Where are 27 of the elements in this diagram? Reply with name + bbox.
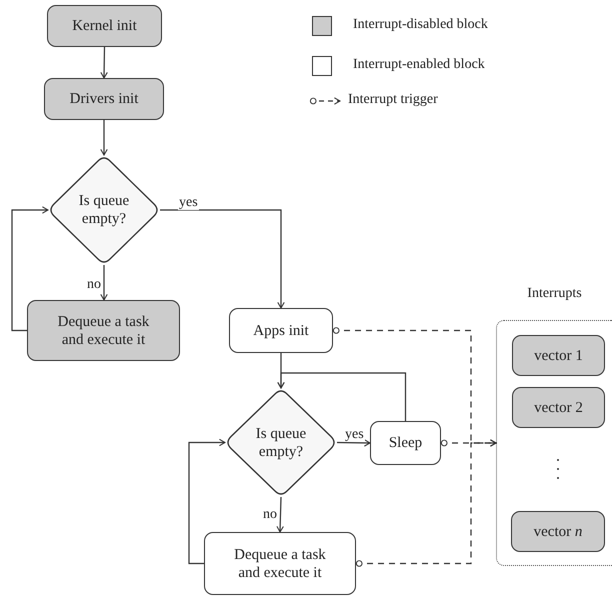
process-box: vector n [511, 511, 605, 552]
arrow [188, 438, 226, 564]
process-box: vector 1 [512, 335, 605, 376]
process-box: Kernel init [47, 5, 162, 47]
arrow [100, 120, 108, 156]
arrow [100, 46, 108, 79]
arrow [160, 209, 285, 309]
arrow [337, 439, 371, 447]
group-heading: Interrupts [526, 286, 583, 303]
process-box: Drivers init [44, 78, 164, 120]
decision-text: Is queue empty? [78, 192, 130, 228]
arrow [276, 496, 284, 533]
legend-text: Interrupt trigger [348, 92, 438, 108]
decision-text: Is queue empty? [254, 424, 308, 460]
process-box: vector 2 [512, 387, 605, 428]
arrow [277, 372, 406, 421]
process-box: Dequeue a task and execute it [204, 532, 356, 595]
interrupt-trigger-arrow [356, 439, 497, 567]
process-box: Apps init [229, 308, 333, 353]
arrow [100, 265, 108, 301]
process-box: Sleep [370, 421, 441, 465]
legend-text: Interrupt-enabled block [353, 57, 485, 73]
process-box: Dequeue a task and execute it [27, 300, 180, 361]
legend-text: Interrupt-disabled block [353, 17, 488, 33]
arrow [11, 206, 49, 332]
edge-label: yes [178, 196, 199, 210]
edge-label: yes [344, 428, 365, 442]
